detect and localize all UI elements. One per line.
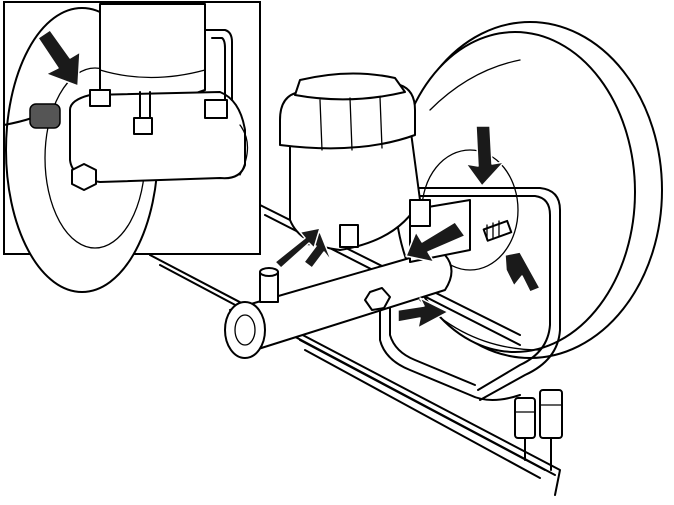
arrow-icon <box>405 221 466 263</box>
arrow-icon <box>465 125 505 187</box>
reservoir-cap <box>294 72 406 101</box>
brake-booster <box>394 21 663 359</box>
nut-icon <box>71 163 97 191</box>
inset-reservoir-line <box>99 69 206 79</box>
inset-reservoir <box>99 3 206 102</box>
cylinder-end <box>224 301 266 359</box>
stud-bolt <box>482 219 513 242</box>
inset-brake-line <box>204 29 233 101</box>
brake-line-lower <box>379 304 521 401</box>
cylinder-bore <box>234 314 256 346</box>
union-fitting-right <box>539 389 563 439</box>
arrow-icon <box>37 29 81 87</box>
arrow-icon <box>397 297 449 329</box>
booster-rim-line <box>429 59 521 111</box>
arrow-icon <box>274 227 321 269</box>
rail-5 <box>299 339 546 471</box>
fittings <box>339 199 513 311</box>
line-fitting-rear <box>409 199 431 227</box>
cap-ribs <box>319 96 383 151</box>
callout-arrows <box>274 125 541 329</box>
arrow-icon <box>504 251 541 293</box>
brake-lines <box>349 187 561 401</box>
brake-line-outer <box>349 187 561 401</box>
fluid-reservoir <box>279 72 421 251</box>
inset-fluid-switch <box>89 89 111 107</box>
nut-icon <box>364 287 391 311</box>
inlet-port-top <box>259 267 279 277</box>
rail-6 <box>304 349 541 479</box>
inset-detail <box>3 1 261 293</box>
inset-cylinder-end <box>239 124 249 176</box>
brake-line-lower-2 <box>389 304 476 386</box>
union-fitting-left <box>514 397 536 439</box>
inset-fitting-front <box>133 117 153 135</box>
inset-fitting-rear <box>204 99 228 119</box>
line-unions <box>514 389 563 471</box>
brake-line-inner <box>359 195 551 391</box>
inset-brake-line-2 <box>211 37 226 101</box>
electrical-connector-icon <box>29 103 61 129</box>
line-fitting-front <box>339 224 359 248</box>
